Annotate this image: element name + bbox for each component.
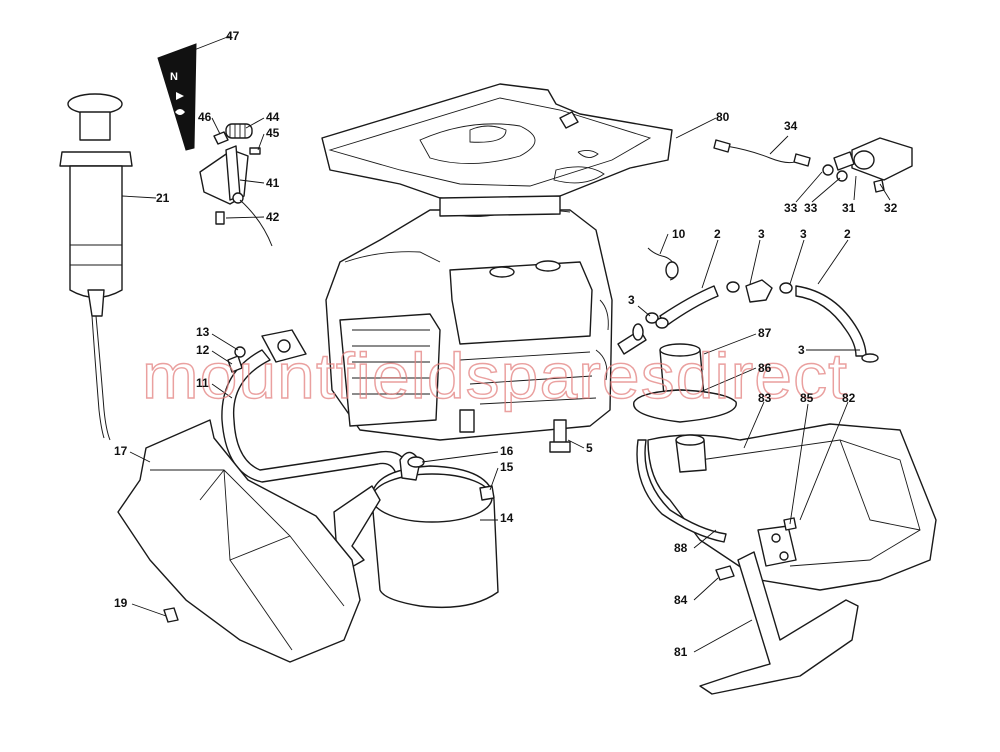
callout-label: 2 [714, 227, 721, 241]
callout-label: 5 [586, 441, 593, 455]
callout-label: 47 [226, 29, 240, 43]
fuel-line-parts [617, 247, 879, 363]
callout-label: 13 [196, 325, 210, 339]
callout-label: 33 [784, 201, 798, 215]
solenoid-and-wire-parts [713, 137, 913, 193]
fuel-tank-part [636, 423, 937, 591]
callout-label: 10 [672, 227, 686, 241]
callout-label: 88 [674, 541, 688, 555]
callout-label: 33 [804, 201, 818, 215]
callout-label: 3 [800, 227, 807, 241]
bolt-part [549, 419, 571, 453]
callout-label: 3 [758, 227, 765, 241]
callout-label: 45 [266, 126, 280, 140]
callout-labels: 47 46 44 45 41 42 21 80 34 33 33 31 32 1… [114, 29, 898, 659]
callout-label: 81 [674, 645, 688, 659]
callout-label: 11 [196, 376, 209, 390]
svg-text:N: N [170, 71, 178, 83]
callout-label: 34 [784, 119, 798, 133]
callout-label: 85 [800, 391, 814, 405]
callout-label: 82 [842, 391, 856, 405]
callout-label: 31 [842, 201, 856, 215]
callout-label: 84 [674, 593, 688, 607]
leader-lines [121, 35, 891, 653]
muffler-part [333, 451, 499, 609]
callout-label: 16 [500, 444, 514, 458]
throttle-control-part [199, 123, 273, 247]
callout-label: 86 [758, 361, 772, 375]
heat-shield-part [117, 419, 361, 663]
callout-label: 44 [266, 110, 280, 124]
callout-label: 12 [196, 343, 210, 357]
callout-label: 21 [156, 191, 170, 205]
callout-label: 41 [266, 176, 280, 190]
callout-label: 3 [628, 293, 635, 307]
callout-label: 80 [716, 110, 730, 124]
choke-decal-part: N [157, 43, 197, 151]
callout-label: 32 [884, 201, 898, 215]
callout-label: 3 [798, 343, 805, 357]
engine-cover-part [321, 83, 673, 205]
oil-syringe-part [59, 93, 133, 441]
callout-label: 2 [844, 227, 851, 241]
callout-label: 15 [500, 460, 514, 474]
callout-label: 46 [198, 110, 212, 124]
engine-block-part [325, 195, 613, 441]
fuel-cap-parts [633, 343, 737, 423]
callout-label: 17 [114, 444, 128, 458]
callout-label: 83 [758, 391, 772, 405]
callout-label: 87 [758, 326, 772, 340]
callout-label: 42 [266, 210, 280, 224]
callout-label: 19 [114, 596, 128, 610]
callout-label: 14 [500, 511, 514, 525]
watermark-text: mountfieldsparesdirect [142, 340, 848, 412]
